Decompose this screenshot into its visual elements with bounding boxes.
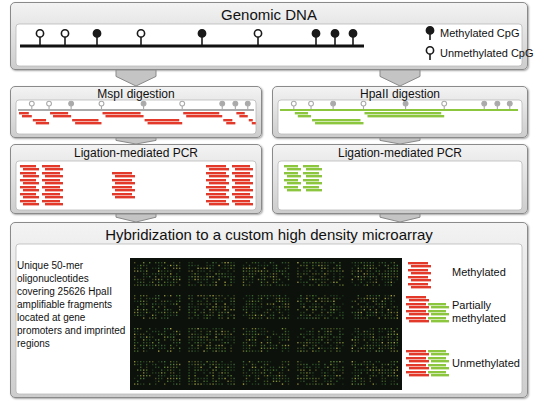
page: Genomic DNAMspI digestionHpaII digestion…	[0, 0, 540, 401]
